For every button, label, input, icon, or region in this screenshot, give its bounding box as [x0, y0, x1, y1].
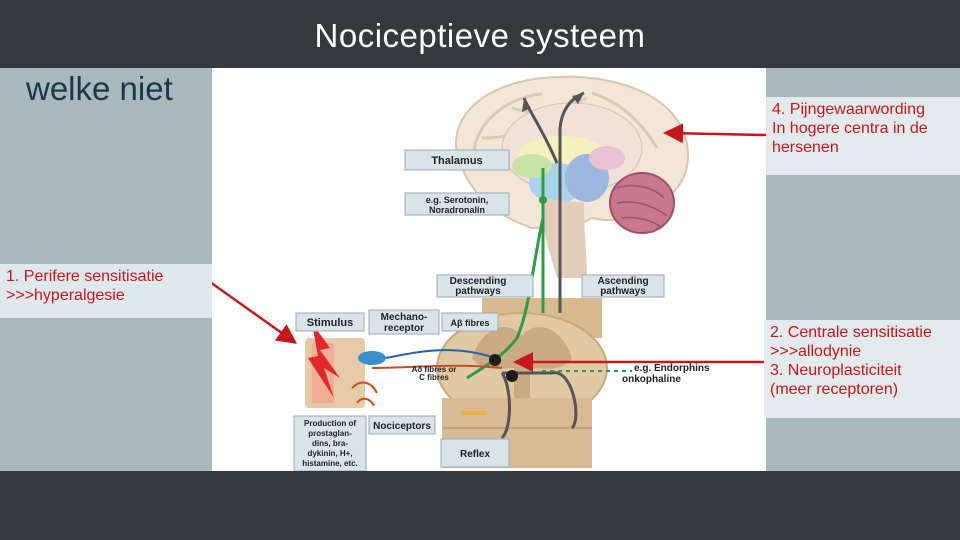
- callout-perifere-line-2: >>>hyperalgesie: [6, 287, 125, 304]
- label-mechano-2: receptor: [384, 323, 424, 334]
- tissue-illustration: [305, 323, 386, 408]
- callout-centrale-sensitisatie: 2. Centrale sensitisatie >>>allodynie 3.…: [764, 320, 960, 418]
- neural-pathways: [371, 91, 632, 440]
- spinal-cord-illustration: [436, 298, 608, 468]
- label-production-5: histamine, etc.: [302, 459, 358, 468]
- arrow-perifere: [209, 280, 298, 344]
- label-descending-1: Descending: [450, 276, 507, 287]
- brain-illustration: [455, 75, 689, 278]
- slide-title: Nociceptieve systeem: [0, 0, 960, 68]
- label-ascending-1: Ascending: [597, 276, 648, 287]
- label-reflex: Reflex: [460, 449, 490, 460]
- callout-centraal-line-1: 2. Centrale sensitisatie: [770, 324, 932, 341]
- label-production-3: dins, bra-: [312, 439, 348, 448]
- label-production-1: Production of: [304, 419, 356, 428]
- label-mechano-1: Mechano-: [381, 312, 428, 323]
- arrow-pijngewaarwording: [663, 123, 767, 144]
- label-adelta-1: Aδ fibres or: [412, 365, 457, 374]
- label-boxes: Thalamus e.g. Serotonin, Noradronalin De…: [293, 149, 710, 471]
- label-abeta: Aβ fibres: [450, 318, 489, 328]
- label-production-4: dykinin, H+,: [307, 449, 352, 458]
- label-noradronalin: Noradronalin: [429, 205, 485, 215]
- label-descending-2: pathways: [455, 286, 501, 297]
- label-thalamus: Thalamus: [431, 155, 482, 167]
- label-endorphins-2: onkophaline: [622, 374, 681, 385]
- callout-pijn-line-1: 4. Pijngewaarwording: [772, 101, 925, 118]
- callout-perifere-line-1: 1. Perifere sensitisatie: [6, 268, 164, 285]
- label-serotonin: e.g. Serotonin,: [426, 195, 489, 205]
- label-production-2: prostaglan-: [308, 429, 352, 438]
- footer-bar: [0, 471, 960, 540]
- callout-centraal-line-4: (meer receptoren): [770, 381, 899, 398]
- slide-subtitle: welke niet: [26, 70, 173, 107]
- label-stimulus: Stimulus: [307, 317, 353, 329]
- callout-centraal-line-3: 3. Neuroplasticiteit: [770, 362, 902, 379]
- callout-centraal-line-2: >>>allodynie: [770, 343, 862, 360]
- callout-perifere-sensitisatie: 1. Perifere sensitisatie >>>hyperalgesie: [0, 264, 212, 318]
- label-adelta-2: C fibres: [419, 373, 449, 382]
- callout-pijn-line-3: hersenen: [772, 139, 839, 156]
- label-ascending-2: pathways: [600, 286, 646, 297]
- label-nociceptors: Nociceptors: [373, 421, 431, 432]
- label-endorphins-1: e.g. Endorphins: [634, 363, 710, 374]
- nociceptive-diagram: Thalamus e.g. Serotonin, Noradronalin De…: [212, 68, 766, 471]
- callout-pijn-line-2: In hogere centra in de: [772, 120, 928, 137]
- callout-pijngewaarwording: 4. Pijngewaarwording In hogere centra in…: [766, 97, 960, 175]
